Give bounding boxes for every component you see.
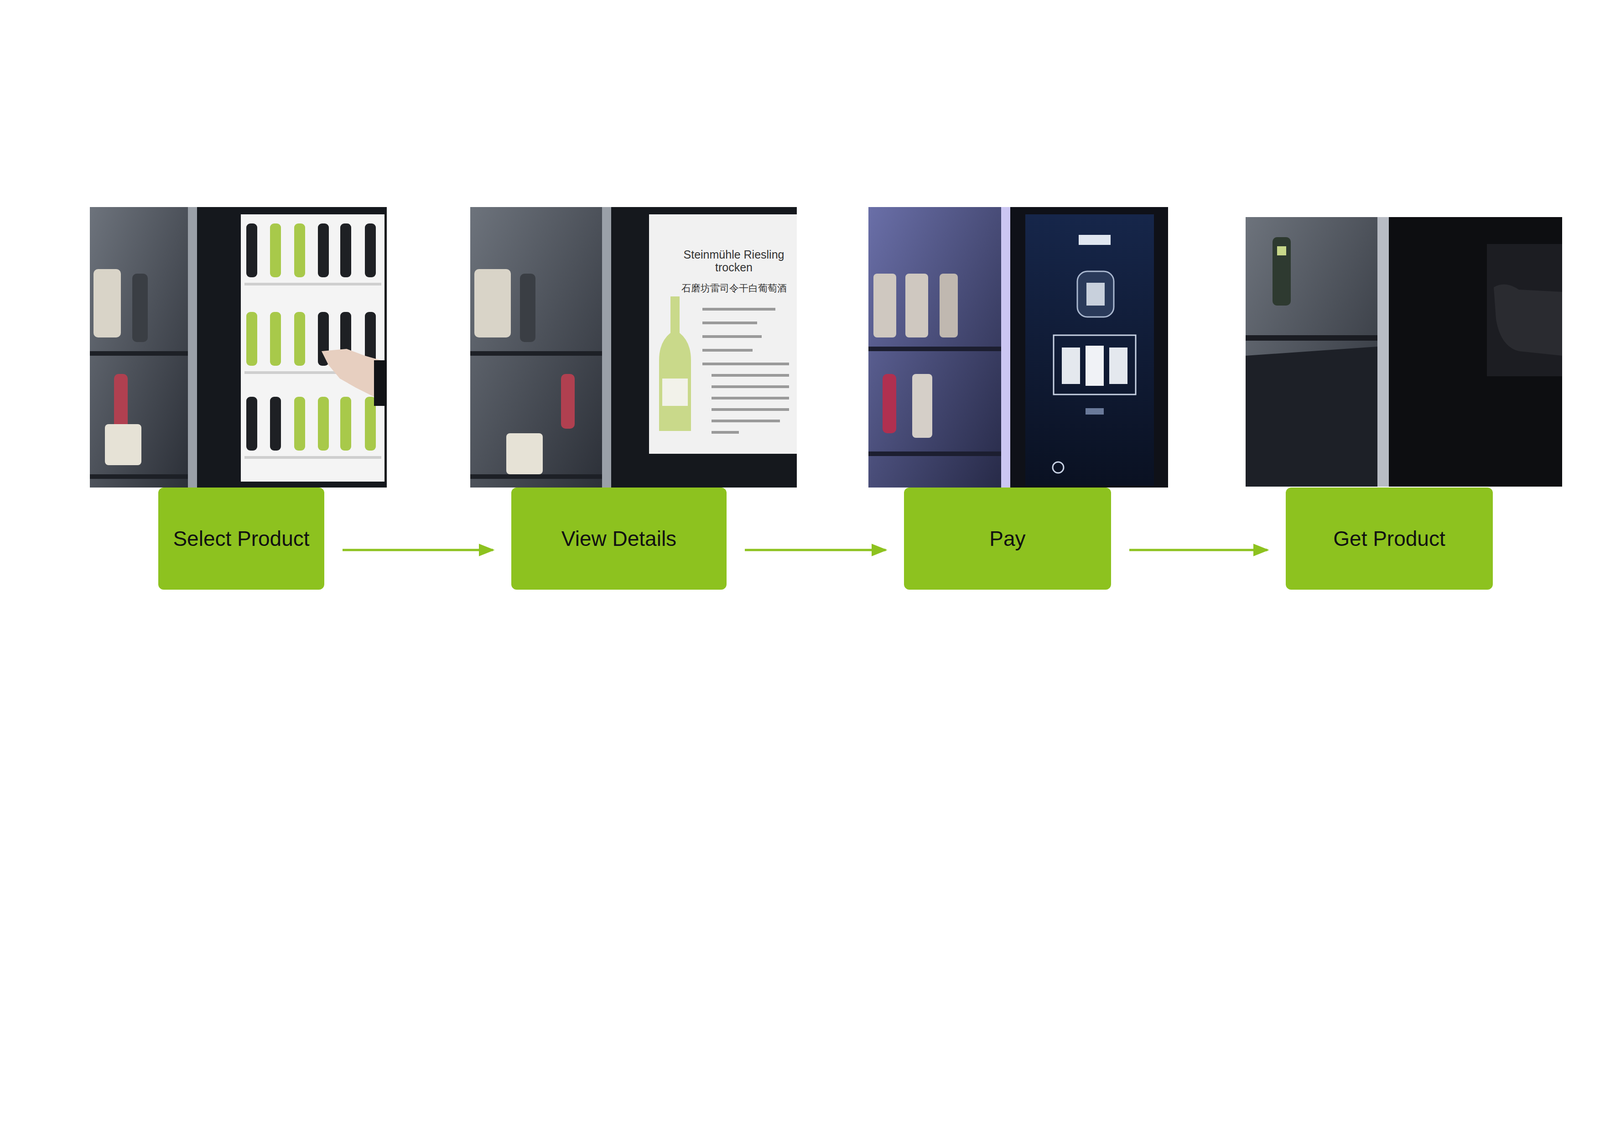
bottle	[270, 223, 281, 278]
flow-arrow	[744, 549, 886, 552]
touch-screen	[240, 214, 385, 482]
shelf	[470, 351, 603, 356]
glass-cabinet	[1245, 217, 1378, 487]
payment-panel	[1053, 335, 1136, 395]
photo-select	[89, 207, 387, 488]
shelf	[868, 346, 1002, 352]
reaching-hand	[1493, 284, 1563, 356]
bottle-label	[873, 273, 897, 338]
text-line	[711, 396, 790, 400]
cabinet-frame	[187, 207, 198, 488]
text-line	[702, 335, 762, 338]
bottle	[246, 396, 258, 451]
shelf	[1245, 335, 1378, 341]
bottle-label	[912, 374, 933, 438]
bottle-label	[1277, 246, 1287, 256]
step-label: View Details	[561, 526, 677, 551]
step-box: View Details	[511, 487, 727, 590]
cabinet-frame	[1001, 207, 1011, 488]
bottle	[132, 273, 148, 343]
text-line	[702, 321, 758, 325]
bottle-label	[93, 269, 121, 338]
text-line	[711, 374, 790, 377]
step-box: Pay	[903, 487, 1112, 590]
screen-text: 石磨坊雷司令干白葡萄酒	[674, 282, 794, 294]
bottle	[294, 223, 306, 278]
shelf	[89, 351, 188, 356]
glass-cabinet	[470, 207, 603, 488]
shelf	[868, 451, 1002, 457]
bottle	[561, 374, 575, 429]
bottle-label	[662, 378, 688, 406]
bottle	[882, 374, 897, 434]
glass-cabinet	[868, 207, 1002, 488]
bottle	[270, 396, 281, 451]
bottle	[340, 396, 352, 451]
wine-bottle	[659, 296, 691, 432]
photo-details	[470, 207, 797, 488]
text-line	[702, 307, 776, 311]
touch-screen	[649, 214, 797, 454]
sleeve	[374, 360, 387, 406]
caption-lines	[244, 456, 382, 459]
bottle	[1272, 237, 1291, 306]
bottle	[340, 223, 352, 278]
bottle-label	[474, 269, 511, 338]
text-line	[711, 385, 790, 389]
bottle	[294, 311, 306, 366]
payment-card	[1109, 347, 1128, 385]
bottle-label	[905, 273, 929, 338]
detail-text-lines	[702, 307, 790, 434]
shelf	[470, 474, 603, 479]
bottle	[317, 396, 329, 451]
bottle	[364, 223, 376, 278]
flow-arrow	[342, 549, 494, 552]
screen-icon	[1052, 462, 1064, 473]
step-label: Get Product	[1333, 526, 1445, 551]
screen-button	[1085, 408, 1104, 415]
step-label: Pay	[989, 526, 1026, 551]
photo-ground	[89, 207, 387, 488]
photo-pay	[868, 207, 1169, 488]
photo-ground	[470, 207, 797, 488]
text-line	[711, 431, 739, 434]
cabinet-frame	[1377, 217, 1389, 487]
step-box: Select Product	[158, 487, 325, 590]
dispense-tray	[1245, 346, 1378, 487]
glass-cabinet	[89, 207, 188, 488]
bottle	[114, 374, 128, 429]
step-box: Get Product	[1285, 487, 1493, 590]
screen-logo	[1078, 234, 1111, 245]
cabinet-frame	[602, 207, 612, 488]
bottle	[519, 273, 536, 343]
qr-code	[1086, 282, 1105, 306]
bottle-label	[506, 433, 543, 475]
step-label: Select Product	[172, 526, 310, 551]
bottle-label	[939, 273, 958, 338]
bottle	[246, 223, 258, 278]
payment-card	[1085, 345, 1104, 386]
text-line	[702, 362, 790, 366]
text-line	[702, 348, 753, 352]
screen-text: Steinmühle Riesling trocken	[674, 248, 794, 274]
caption-lines	[244, 282, 382, 286]
flow-arrow	[1129, 549, 1268, 552]
bottle	[246, 311, 258, 366]
photo-get	[1245, 217, 1563, 487]
payment-screen	[1025, 214, 1154, 486]
payment-card	[1061, 347, 1081, 385]
bottle	[294, 396, 306, 451]
pickup-slot	[1486, 244, 1563, 377]
shelf	[89, 474, 188, 479]
bottle	[317, 223, 329, 278]
qr-frame	[1077, 271, 1114, 317]
photo-ground	[1245, 217, 1563, 487]
photo-ground	[868, 207, 1169, 488]
text-line	[711, 419, 780, 423]
bottle-grid	[244, 223, 382, 459]
bottle-label	[104, 424, 142, 466]
bottle	[270, 311, 281, 366]
text-line	[711, 408, 790, 411]
